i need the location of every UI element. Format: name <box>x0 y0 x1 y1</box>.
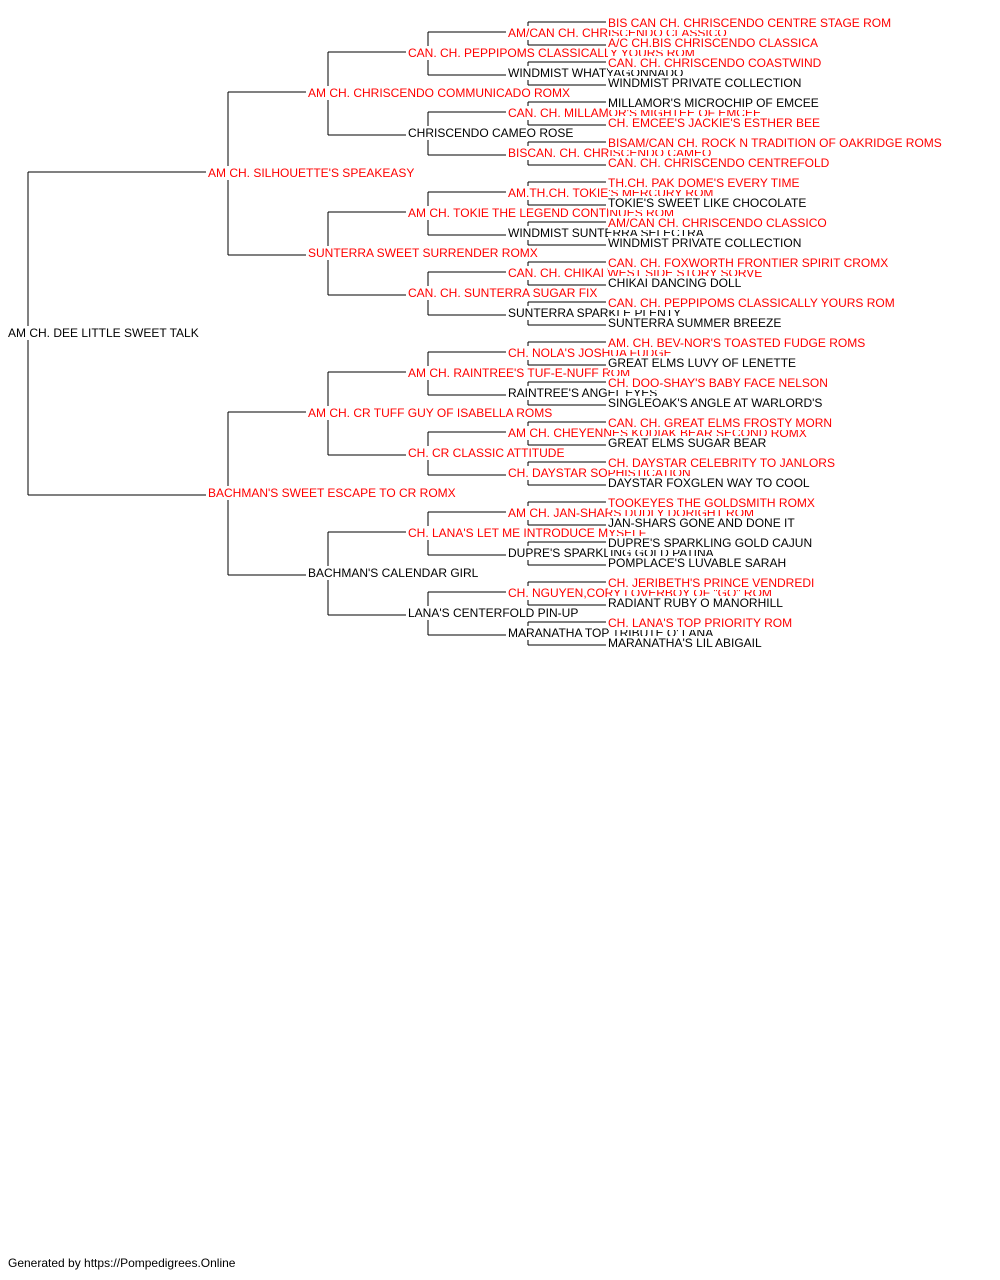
ancestor-name: TH.CH. PAK DOME'S EVERY TIME <box>608 176 801 190</box>
ancestor-name: SUNTERRA SWEET SURRENDER ROMX <box>308 246 539 260</box>
ancestor-name: CAN. CH. GREAT ELMS FROSTY MORN <box>608 416 834 430</box>
subject-dog-name: AM CH. DEE LITTLE SWEET TALK <box>8 326 200 340</box>
ancestor-name: JAN-SHARS GONE AND DONE IT <box>608 516 796 530</box>
ancestor-name: MARANATHA'S LIL ABIGAIL <box>608 636 763 650</box>
ancestor-name: WINDMIST PRIVATE COLLECTION <box>608 236 803 250</box>
ancestor-name: AM CH. RAINTREE'S TUF-E-NUFF ROM <box>408 366 632 380</box>
footer-credit: Generated by https://Pompedigrees.Online <box>8 1256 236 1270</box>
ancestor-name: CAN. CH. PEPPIPOMS CLASSICALLY YOURS ROM <box>608 296 896 310</box>
ancestor-name: RADIANT RUBY O MANORHILL <box>608 596 784 610</box>
ancestor-name: CH. CR CLASSIC ATTITUDE <box>408 446 566 460</box>
ancestor-name: BACHMAN'S SWEET ESCAPE TO CR ROMX <box>208 486 457 500</box>
ancestor-name: SUNTERRA SUMMER BREEZE <box>608 316 783 330</box>
ancestor-name: CH. EMCEE'S JACKIE'S ESTHER BEE <box>608 116 821 130</box>
ancestor-name: CAN. CH. CHRISCENDO COASTWIND <box>608 56 823 70</box>
ancestor-name: WINDMIST PRIVATE COLLECTION <box>608 76 803 90</box>
ancestor-name: CH. DOO-SHAY'S BABY FACE NELSON <box>608 376 829 390</box>
ancestor-name: AM/CAN CH. CHRISCENDO CLASSICO <box>608 216 828 230</box>
ancestor-name: CAN. CH. SUNTERRA SUGAR FIX <box>408 286 599 300</box>
ancestor-name: POMPLACE'S LUVABLE SARAH <box>608 556 788 570</box>
ancestor-name: BACHMAN'S CALENDAR GIRL <box>308 566 480 580</box>
ancestor-name: MILLAMOR'S MICROCHIP OF EMCEE <box>608 96 820 110</box>
ancestor-name: TOKIE'S SWEET LIKE CHOCOLATE <box>608 196 808 210</box>
ancestor-name: CH. JERIBETH'S PRINCE VENDREDI <box>608 576 816 590</box>
ancestor-name: BISAM/CAN CH. ROCK N TRADITION OF OAKRID… <box>608 136 943 150</box>
ancestor-name: AM CH. SILHOUETTE'S SPEAKEASY <box>208 166 416 180</box>
ancestor-name: CHIKAI DANCING DOLL <box>608 276 743 290</box>
ancestor-name: AM CH. CR TUFF GUY OF ISABELLA ROMS <box>308 406 554 420</box>
ancestor-name: AM CH. CHRISCENDO COMMUNICADO ROMX <box>308 86 572 100</box>
ancestor-name: DAYSTAR FOXGLEN WAY TO COOL <box>608 476 811 490</box>
ancestor-name: CAN. CH. CHRISCENDO CENTREFOLD <box>608 156 831 170</box>
ancestor-name: BIS CAN CH. CHRISCENDO CENTRE STAGE ROM <box>608 16 893 30</box>
ancestor-name: TOOKEYES THE GOLDSMITH ROMX <box>608 496 816 510</box>
ancestor-name: DUPRE'S SPARKLING GOLD CAJUN <box>608 536 814 550</box>
ancestor-name: LANA'S CENTERFOLD PIN-UP <box>408 606 580 620</box>
ancestor-name: CAN. CH. FOXWORTH FRONTIER SPIRIT CROMX <box>608 256 890 270</box>
ancestor-name: GREAT ELMS SUGAR BEAR <box>608 436 768 450</box>
ancestor-name: CH. LANA'S TOP PRIORITY ROM <box>608 616 794 630</box>
ancestor-name: CH. DAYSTAR CELEBRITY TO JANLORS <box>608 456 836 470</box>
ancestor-name: SINGLEOAK'S ANGLE AT WARLORD'S <box>608 396 824 410</box>
ancestor-name: AM. CH. BEV-NOR'S TOASTED FUDGE ROMS <box>608 336 867 350</box>
ancestor-name: CH. LANA'S LET ME INTRODUCE MYSELF <box>408 526 648 540</box>
ancestor-name: CHRISCENDO CAMEO ROSE <box>408 126 575 140</box>
ancestor-name: A/C CH.BIS CHRISCENDO CLASSICA <box>608 36 820 50</box>
ancestor-name: GREAT ELMS LUVY OF LENETTE <box>608 356 798 370</box>
